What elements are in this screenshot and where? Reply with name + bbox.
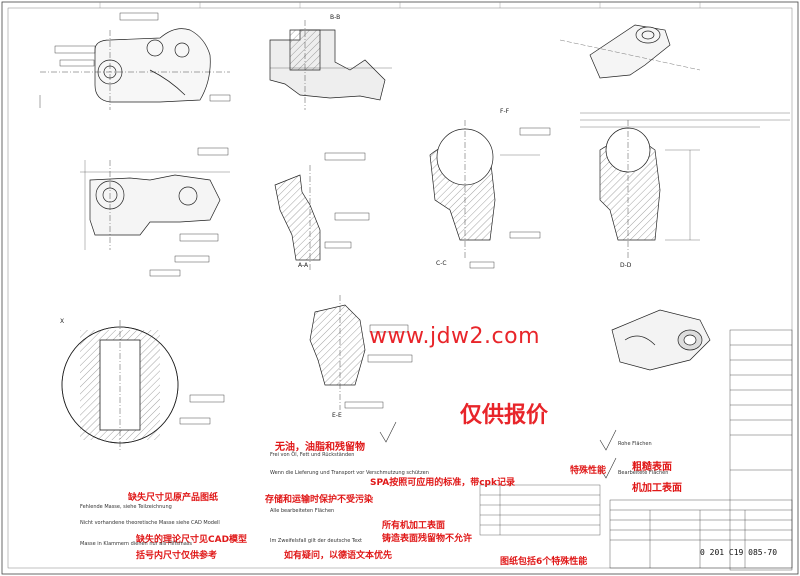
view-label-d-d: D-D [620, 262, 632, 269]
annotation-missing-dim: 缺失尺寸见原产品图纸 [128, 493, 219, 503]
drawing-number: 0 201 C19 085-70 [700, 548, 778, 557]
note-left-1: Fehlende Masse, siehe Teilzeichnung [80, 504, 172, 510]
note-center-3: Alle bearbeiteten Flächen [270, 508, 335, 514]
annotation-special-char: 特殊性能 [570, 466, 607, 476]
note-center-1: Frei von Öl, Fett und Rückständen [270, 452, 355, 458]
view-label-b-b: B-B [330, 14, 341, 21]
annotation-machining-surface: 机加工表面 [632, 483, 682, 494]
annotation-casting-residue: 铸造表面残留物不允许 [382, 534, 473, 544]
view-label-c-c: C-C [436, 260, 447, 267]
annotation-six-special: 图纸包括6个特殊性能 [500, 557, 588, 567]
characteristics-table [479, 484, 601, 536]
surface-symbols [379, 421, 617, 479]
title-block [609, 329, 793, 571]
annotation-spa-cpk: SPA按照可应用的标准，带cpk记录 [370, 478, 515, 488]
note-left-2: Nicht vorhandene theoretische Masse sieh… [80, 520, 220, 526]
view-label-e-e: E-E [332, 412, 342, 419]
view-section-lower-center [309, 295, 413, 410]
view-label-f-f: F-F [500, 108, 510, 115]
view-detail-circle [61, 320, 225, 450]
quote-only-label: 仅供报价 [460, 403, 549, 428]
annotation-storage: 存储和运输时保护不受污染 [265, 495, 374, 505]
view-section-right [599, 120, 700, 260]
note-center-4: Im Zweifelsfall gilt der deutsche Text [270, 538, 363, 544]
view-section-a-a [274, 152, 370, 270]
view-label-a-a: A-A [298, 262, 309, 269]
annotation-no-oil: 无油，油脂和残留物 [275, 442, 365, 453]
note-right-2: Bearbeitete Flächen [618, 470, 669, 476]
note-center-2: Wenn die Lieferung und Transport vor Ver… [270, 470, 429, 476]
view-section-top-center [269, 20, 392, 110]
annotation-doubts-text: 如有疑问，以德语文本优先 [284, 551, 393, 561]
annotation-rough-surface: 粗糙表面 [632, 462, 672, 473]
watermark-text: www.jdw2.com [369, 324, 540, 349]
annotation-missing-theory: 缺失的理论尺寸见CAD模型 [136, 535, 248, 545]
annotation-paren-ref: 括号内尺寸仅供参考 [136, 551, 218, 561]
view-isometric-bottom-right [611, 309, 711, 371]
view-isometric-top-right [559, 24, 701, 79]
view-label-detail-x: X [60, 318, 65, 325]
note-right-1: Rohe Flächen [618, 441, 652, 447]
view-section-left-middle [80, 147, 230, 277]
note-left-3: Masse in Klammern dienen nur als Hilfsma… [80, 541, 192, 547]
annotation-machined-surfaces: 所有机加工表面 [382, 521, 446, 531]
view-section-center [429, 120, 551, 269]
view-plan-top-left [39, 12, 231, 110]
